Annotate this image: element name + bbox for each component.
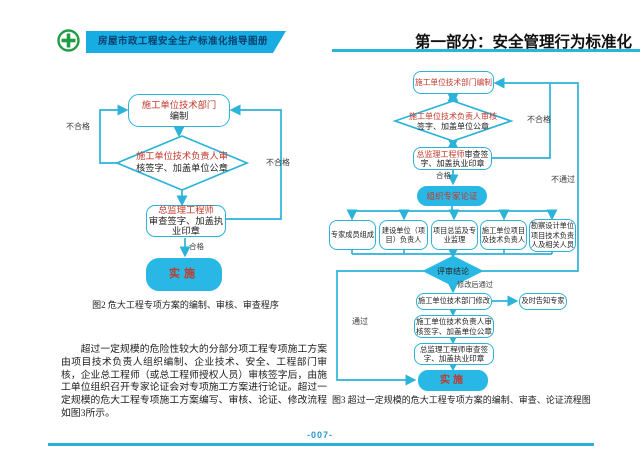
fig2-review-diamond-text: 施工单位技术负责人审 核签字、加盖单位公章 (120, 151, 244, 174)
fig3-notpass-label: 不通过 (551, 175, 575, 184)
fig3-reexam-line2: 字、加盖执业印章 (423, 354, 485, 363)
booklet-title-banner: 房屋市政工程安全生产标准化指导图册 (86, 31, 286, 53)
participant-label: 施工单位项目及技术负责人 (481, 225, 526, 244)
fig3-recheck-node: 施工单位技术负责人审 核签字、加盖单位公章 (414, 315, 494, 338)
fig3-converge-lines (351, 250, 553, 255)
fig3-conclusion-label: 评审结论 (437, 267, 469, 276)
page-number: -007- (306, 430, 333, 440)
fig3-participant-owner: 建设单位（项目）负责人 (379, 220, 428, 250)
fig3-modify-node: 施工单位技术部门修改 (416, 293, 492, 310)
fig2-review-diamond (114, 135, 250, 191)
fig2-loop-fail-right (226, 104, 282, 220)
fig3-fanout-trunk (352, 206, 552, 212)
fig3-notify-label: 及时告知专家 (521, 296, 565, 306)
fig3-pass-label: 合格 (436, 171, 451, 180)
safety-logo-icon (57, 29, 80, 52)
fig3-participant-experts: 专家成员组成 (329, 220, 376, 250)
fig3-reexam-node: 总监理工程师审查签 字、加盖执业印章 (414, 343, 494, 365)
fig3-organize-label: 组织专家论证 (426, 190, 478, 201)
fig3-loop-pass (336, 270, 424, 386)
fig3-conclusion-diamond-text: 评审结论 (424, 267, 482, 277)
fig3-loop-notpass (482, 77, 579, 272)
fig3-review-line1: 施工单位技术负责人审核 (409, 112, 497, 121)
fig3-examine-unit-label: 总监理工程师 (416, 150, 465, 159)
fig3-modified-pass-label: 修改后通过 (457, 280, 493, 289)
fig3-reexam-line1: 总监理工程师审查签 (419, 344, 489, 354)
fig2-compile-node: 施工单位技术部门 编制 (128, 94, 230, 127)
fig3-organize-node: 组织专家论证 (417, 186, 487, 206)
fig2-examine-unit-label: 总监理工程师 (158, 205, 214, 216)
fig2-fail-right-label: 不合格 (266, 158, 290, 167)
fig3-loop-fail (492, 84, 551, 159)
fig3-notify-node: 及时告知专家 (519, 293, 567, 310)
fig3-pass-through-label: 通过 (352, 317, 368, 326)
fig3-modify-label: 施工单位技术部门修改 (418, 296, 490, 306)
fig2-review-line1: 施工单位技术负责人审 (136, 151, 228, 161)
fig3-implement-label: 实施 (440, 374, 466, 386)
fig3-participant-contractor: 施工单位项目及技术负责人 (480, 220, 527, 250)
fig2-examine-action-label: 审查签字、加盖执业印章 (148, 215, 224, 237)
fig3-recheck-line1: 施工单位技术负责人审 (416, 317, 492, 327)
fig3-compile-label: 施工单位技术部门编制 (415, 77, 492, 87)
fig3-conclusion-diamond (422, 255, 484, 287)
fig3-fail-label: 不合格 (527, 115, 551, 124)
fig3-review-line2: 签字、加盖单位公章 (417, 122, 489, 131)
fig2-loop-fail-left (99, 104, 129, 164)
participant-label: 项目总监及专业监理 (432, 225, 477, 244)
fig3-review-diamond-text: 施工单位技术负责人审核 签字、加盖单位公章 (397, 112, 509, 132)
fig3-recheck-line2: 核签字、加盖单位公章 (416, 326, 492, 336)
fig2-review-line2: 核签字、加盖单位公章 (136, 162, 228, 173)
fig2-examine-node: 总监理工程师 审查签字、加盖执业印章 (146, 205, 226, 237)
title-underline (332, 49, 640, 52)
fig2-caption: 图2 危大工程专项方案的编制、审核、审查程序 (92, 300, 279, 310)
section-title: 第一部分：安全管理行为标准化 (414, 34, 632, 51)
fig2-implement-label: 实施 (169, 268, 199, 281)
fig2-implement-node: 实施 (146, 258, 222, 291)
fig3-compile-node: 施工单位技术部门编制 (413, 71, 494, 94)
participant-label: 专家成员组成 (330, 230, 375, 240)
body-paragraph: 超过一定规模的危险性较大的分部分项工程专项施工方案由项目技术负责人组织编制、企业… (61, 344, 327, 419)
fig2-pass-label: 合格 (189, 242, 204, 251)
fig2-compile-unit-label: 施工单位技术部门 (141, 99, 217, 110)
fig3-examine-node: 总监理工程师审查签字、加盖执业印章 (413, 147, 492, 170)
fig2-compile-action-label: 编制 (169, 110, 189, 121)
fig3-review-diamond (392, 100, 514, 142)
fig3-participant-supervisor: 项目总监及专业监理 (431, 220, 478, 250)
participant-label: 勘察设计单位项目技术负责人及相关人员 (530, 221, 575, 250)
fig3-examine-action-label: 审查签字、加盖执业印章 (420, 150, 489, 169)
fig3-implement-node: 实施 (418, 370, 488, 391)
fig2-fail-left-label: 不合格 (66, 122, 90, 131)
fig3-participant-designer: 勘察设计单位项目技术负责人及相关人员 (529, 219, 576, 252)
participant-label: 建设单位（项目）负责人 (381, 225, 426, 244)
footer-rule (48, 443, 594, 446)
fig3-caption: 图3 超过一定规模的危大工程专项方案的编制、审查、论证流程图 (332, 395, 591, 405)
